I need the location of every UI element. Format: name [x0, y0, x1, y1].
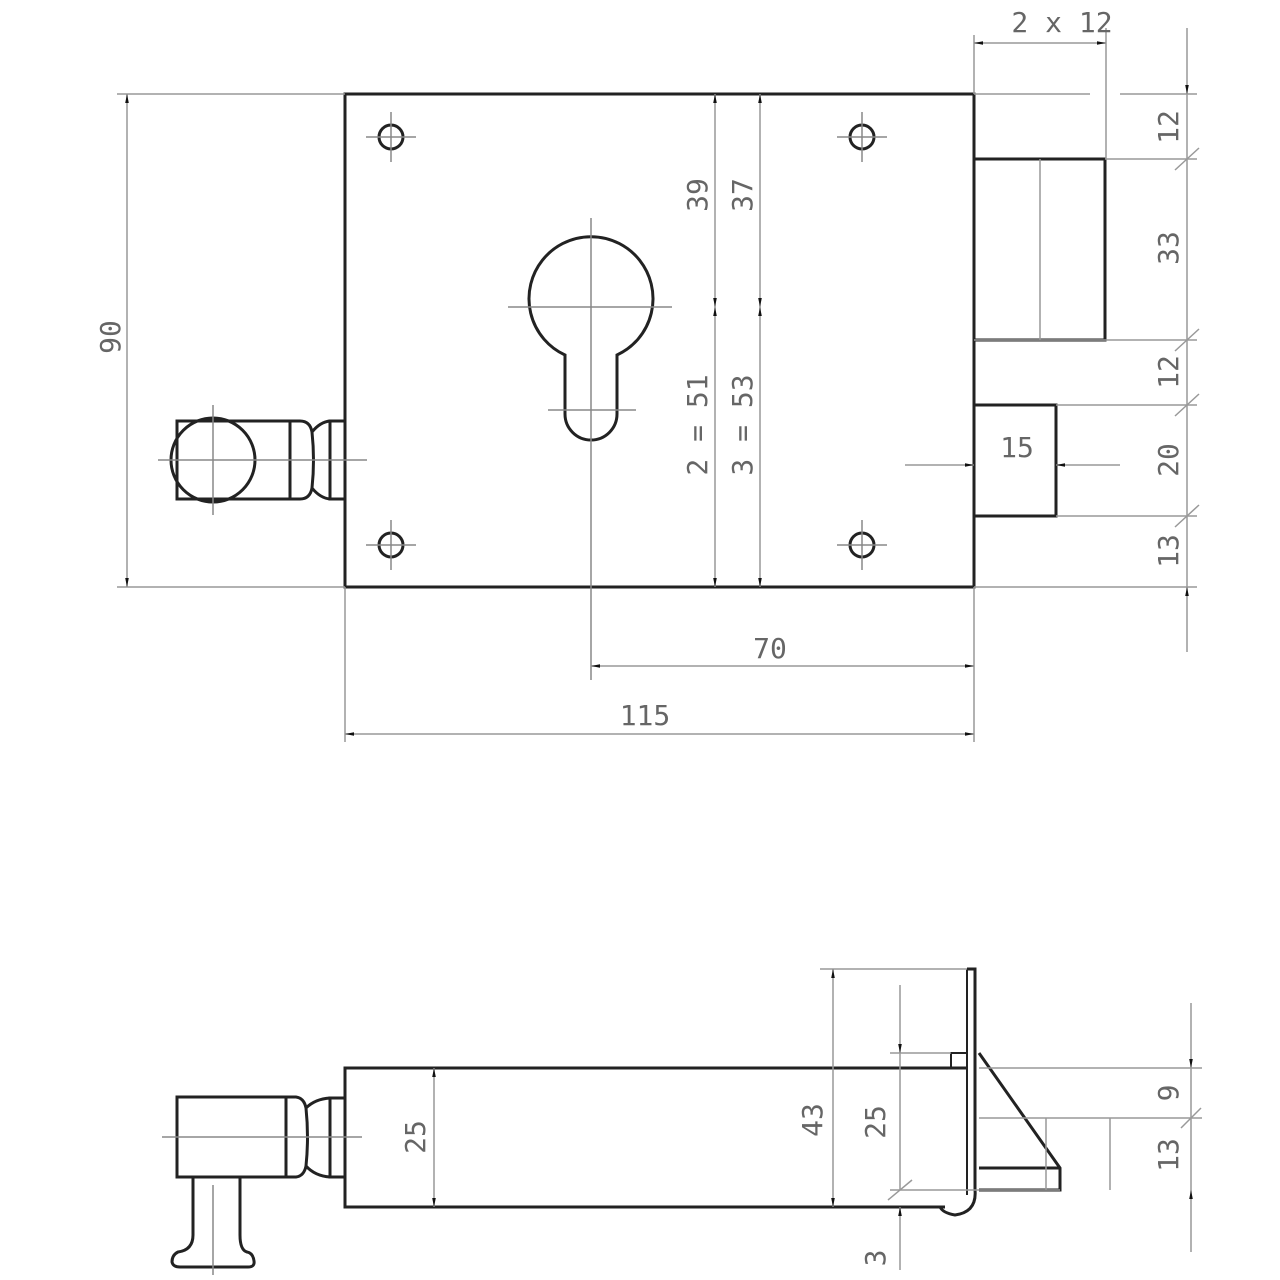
- screw-holes: [366, 112, 887, 570]
- latch-bolt: [972, 403, 1058, 518]
- dim-chain-3: 12: [1152, 355, 1185, 389]
- screw-hole-icon: [366, 112, 416, 162]
- screw-hole-icon: [366, 520, 416, 570]
- dim-side-chain-2: 13: [1152, 1138, 1185, 1172]
- dim-37: 37: [726, 178, 759, 212]
- knob-side: [162, 1095, 362, 1275]
- lock-case-outline: [343, 92, 976, 589]
- dim-offset: 3: [859, 1250, 892, 1267]
- screw-hole-icon: [837, 520, 887, 570]
- dim-side-25: 25: [859, 1105, 892, 1139]
- front-view: 90 39 37 2 = 51 3 = 53 70 115 2 x 12 15 …: [94, 6, 1200, 742]
- latch-side: [977, 1052, 1062, 1192]
- dim-chain-1: 12: [1152, 110, 1185, 144]
- side-view: 25 43 25 3 9 13: [162, 967, 1202, 1275]
- dim-width: 115: [620, 699, 671, 732]
- dim-39: 39: [681, 178, 714, 212]
- dim-chain-5: 13: [1152, 534, 1185, 568]
- dim-height: 90: [94, 320, 127, 354]
- dim-faceplate-height: 43: [796, 1103, 829, 1137]
- dim-chain-2: 33: [1152, 231, 1185, 265]
- dim-backset: 70: [753, 632, 787, 665]
- dim-2-51: 2 = 51: [681, 374, 714, 475]
- dim-side-depth: 25: [399, 1120, 432, 1154]
- knob: [158, 405, 367, 515]
- keyhole-centerlines: [508, 218, 672, 680]
- dim-bolt-throw: 2 x 12: [1011, 6, 1112, 39]
- dim-side-chain-1: 9: [1152, 1085, 1185, 1102]
- dim-3-53: 3 = 53: [726, 374, 759, 475]
- dim-latch-width: 15: [1000, 431, 1034, 464]
- cylinder-keyhole: [527, 235, 655, 442]
- screw-hole-icon: [837, 112, 887, 162]
- faceplate: [938, 967, 977, 1217]
- dim-chain-4: 20: [1152, 443, 1185, 477]
